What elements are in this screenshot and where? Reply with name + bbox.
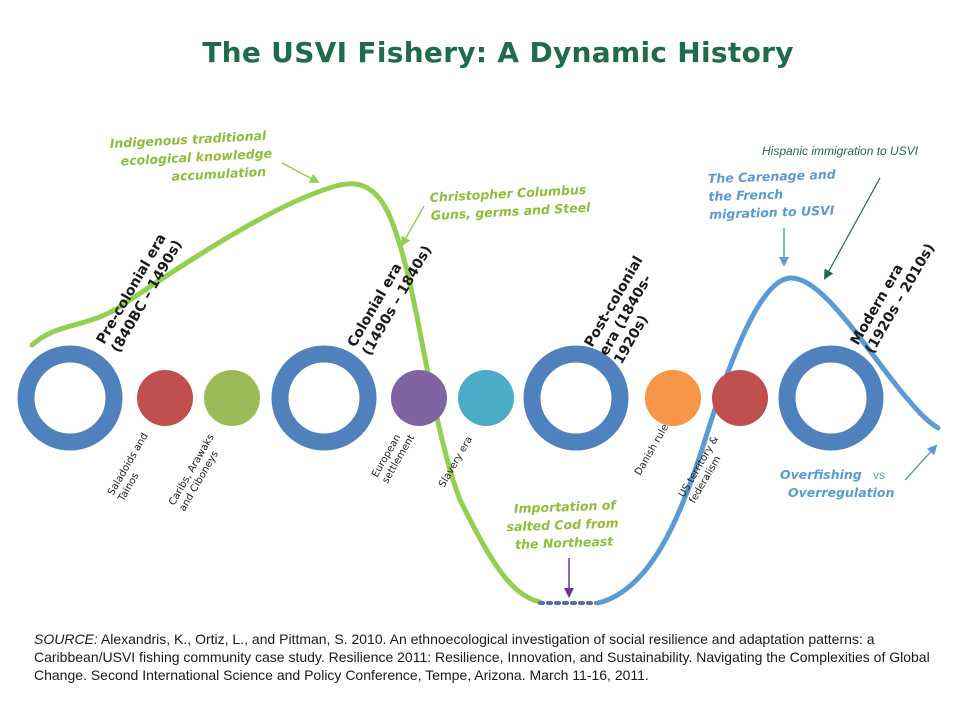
annotation-vs: vs bbox=[873, 468, 885, 482]
label-european: European settlement bbox=[370, 427, 417, 486]
label-danish: Danish rule bbox=[633, 423, 671, 478]
dot-european bbox=[391, 370, 447, 426]
annotation-columbus: Christopher Columbus Guns, germs and Ste… bbox=[429, 182, 591, 223]
era-ring-modern bbox=[778, 345, 884, 451]
era-ring-colonial bbox=[271, 345, 377, 451]
label-saladoids: Saladoids and Tainos bbox=[106, 428, 163, 504]
dot-danish bbox=[645, 370, 701, 426]
dot-slavery bbox=[458, 370, 514, 426]
annotation-cod: Importation of salted Cod from the North… bbox=[506, 497, 624, 552]
dot-us-territory bbox=[712, 370, 768, 426]
annotation-overfishing: Overfishing bbox=[780, 467, 862, 482]
dot-caribs bbox=[204, 370, 260, 426]
source-text: Alexandris, K., Ortiz, L., and Pittman, … bbox=[34, 631, 930, 683]
era-ring-postcolonial bbox=[523, 345, 629, 451]
era-label-postcolonial: Post-colonial era (1840s- 1920s) bbox=[582, 249, 679, 367]
annotation-indigenous: Indigenous traditional ecological knowle… bbox=[109, 127, 277, 187]
label-caribs: Caribs, Arawaks and Ciboneys bbox=[167, 430, 229, 514]
era-ring-precolonial bbox=[17, 345, 123, 451]
arrow-indigenous bbox=[281, 162, 320, 183]
arrow-columbus bbox=[401, 205, 425, 247]
blue-history-curve bbox=[595, 275, 941, 606]
source-citation: SOURCE: Alexandris, K., Ortiz, L., and P… bbox=[34, 630, 934, 684]
era-label-precolonial: Pre-colonial era (840BC – 1490s) bbox=[94, 227, 187, 356]
annotation-overregulation: Overregulation bbox=[788, 485, 894, 500]
arrow-hispanic bbox=[824, 177, 881, 280]
annotation-hispanic: Hispanic immigration to USVI bbox=[762, 144, 919, 158]
page-title: The USVI Fishery: A Dynamic History bbox=[202, 36, 794, 69]
green-history-curve bbox=[29, 181, 543, 605]
era-label-modern: Modern era (1920s – 2010s) bbox=[848, 232, 939, 356]
annotation-carenage: The Carenage and the French migration to… bbox=[708, 166, 842, 222]
dot-saladoids bbox=[137, 370, 193, 426]
source-lead: SOURCE: bbox=[34, 631, 98, 647]
arrow-overregulation bbox=[904, 444, 938, 481]
